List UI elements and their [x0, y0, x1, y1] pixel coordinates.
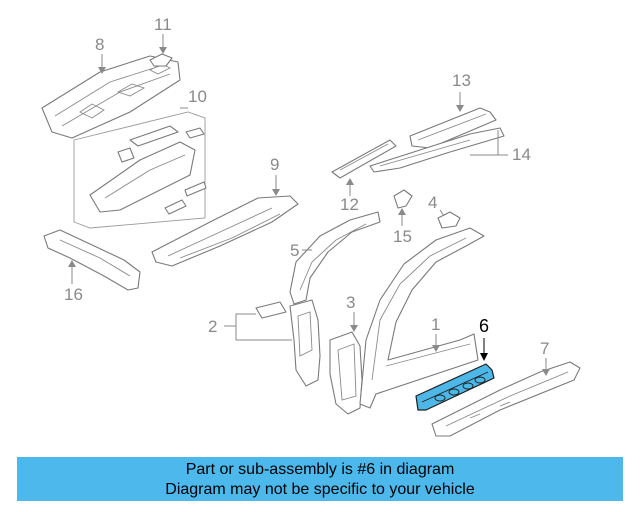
callout-16: 16: [64, 285, 83, 304]
callout-1: 1: [431, 315, 440, 334]
part-4-bracket: [437, 211, 461, 229]
banner-line-2: Diagram may not be specific to your vehi…: [165, 481, 475, 498]
callout-7: 7: [540, 339, 549, 358]
part-3-lower-pillar: [329, 331, 363, 415]
callout-6: 6: [479, 316, 489, 336]
part-11-bracket: [149, 53, 173, 67]
callout-13: 13: [452, 71, 471, 90]
part-1-body-side-outer: [359, 227, 485, 409]
callout-3: 3: [346, 293, 355, 312]
banner-line-1: Part or sub-assembly is #6 in diagram: [185, 461, 455, 478]
callout-15: 15: [393, 227, 412, 246]
part-10-floor-assembly: [73, 111, 207, 229]
callout-11: 11: [154, 15, 172, 34]
part-2-pillar-reinforcement: [255, 299, 321, 387]
callout-4: 4: [428, 193, 437, 212]
part-9-rear-floor: [151, 195, 299, 267]
part-12-rail-strip: [331, 139, 397, 179]
callout-2: 2: [208, 317, 217, 336]
callout-8: 8: [95, 35, 104, 54]
info-banner: Part or sub-assembly is #6 in diagram Di…: [17, 457, 623, 501]
part-13-14-side-rails: [369, 107, 505, 173]
callout-9: 9: [270, 155, 279, 174]
part-7-rocker-panel: [431, 361, 581, 437]
part-16-side-member: [43, 229, 141, 291]
part-6-rocker-reinforcement-highlighted: [415, 363, 495, 411]
callout-14: 14: [512, 145, 531, 164]
callout-5: 5: [290, 241, 299, 260]
callout-10: 10: [188, 87, 207, 106]
part-15-bracket: [393, 189, 413, 209]
callout-12: 12: [340, 195, 359, 214]
part-8-floor-pan: [41, 55, 181, 139]
part-5-a-pillar-inner: [289, 211, 381, 305]
